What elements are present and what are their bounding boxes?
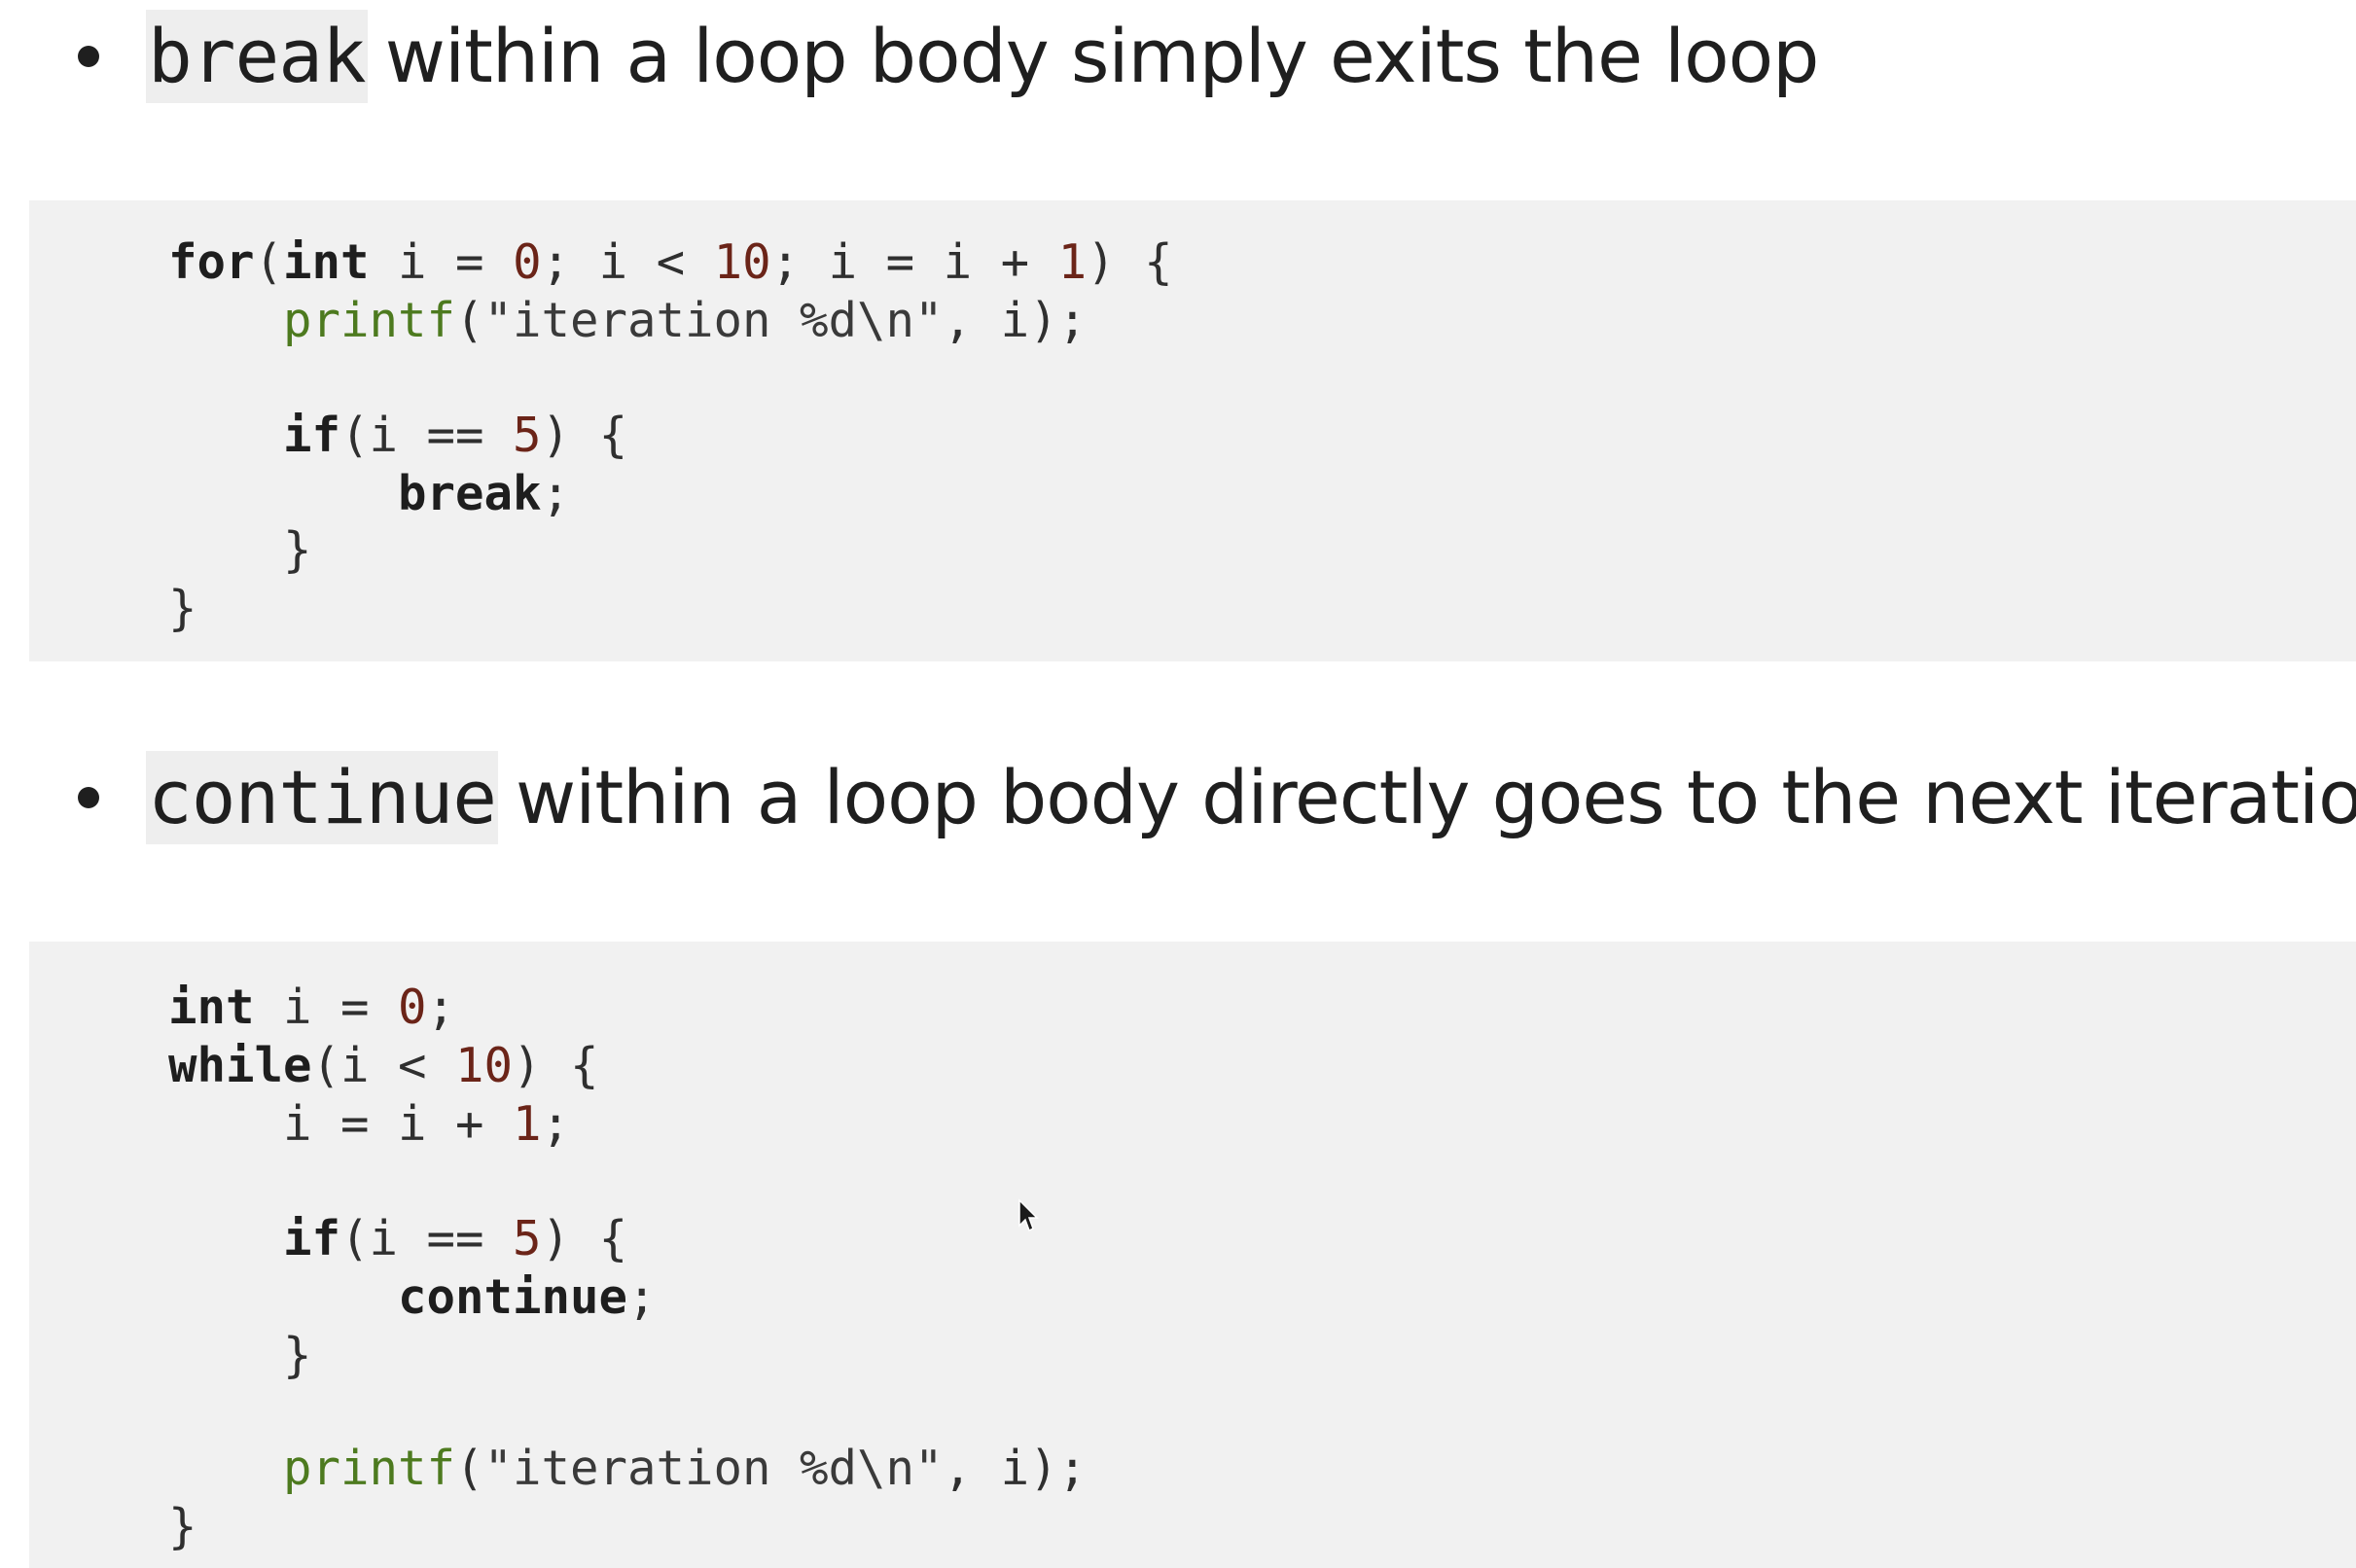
code-token: break bbox=[398, 466, 542, 521]
code-line: } bbox=[168, 1498, 197, 1556]
code-line: } bbox=[168, 1327, 312, 1385]
code-token: for bbox=[168, 234, 255, 290]
bullet-text: within a loop body simply exits the loop bbox=[384, 13, 1820, 99]
code-line: continue; bbox=[168, 1268, 657, 1327]
code-token: } bbox=[168, 1499, 197, 1554]
code-token: , i); bbox=[943, 293, 1088, 348]
code-token: "iteration %d\n" bbox=[483, 1441, 944, 1496]
code-token: ; bbox=[541, 466, 571, 521]
code-token: ( bbox=[455, 293, 484, 348]
code-line: break; bbox=[168, 465, 570, 523]
code-token: ( bbox=[455, 1441, 484, 1496]
code-token bbox=[168, 293, 283, 348]
code-token: 10 bbox=[455, 1038, 514, 1093]
code-line: i = i + 1; bbox=[168, 1095, 570, 1154]
code-token: if bbox=[283, 1211, 341, 1266]
code-line: if(i == 5) { bbox=[168, 407, 627, 465]
code-line: printf("iteration %d\n", i); bbox=[168, 1440, 1087, 1498]
code-token: 0 bbox=[398, 980, 427, 1035]
code-token: ; bbox=[541, 1096, 571, 1152]
code-token: ; i < bbox=[541, 234, 714, 290]
bullet-dot bbox=[78, 787, 99, 808]
code-line: } bbox=[168, 580, 197, 638]
code-token: continue bbox=[398, 1269, 628, 1325]
code-token bbox=[168, 1269, 398, 1325]
code-token: printf bbox=[283, 1441, 456, 1496]
code-token: ) { bbox=[1087, 234, 1173, 290]
code-token bbox=[168, 466, 398, 521]
code-token: 0 bbox=[513, 234, 542, 290]
code-token: ; i = i + bbox=[770, 234, 1058, 290]
code-token: , i); bbox=[943, 1441, 1088, 1496]
code-token: (i == bbox=[340, 408, 514, 463]
code-token: if bbox=[283, 408, 341, 463]
code-token bbox=[168, 1441, 283, 1496]
bullet-text: within a loop body directly goes to the … bbox=[516, 754, 2356, 840]
code-token: i = bbox=[254, 980, 399, 1035]
code-token: (i < bbox=[311, 1038, 456, 1093]
code-token: (i == bbox=[340, 1211, 514, 1266]
code-token: int bbox=[283, 234, 370, 290]
code-line: while(i < 10) { bbox=[168, 1037, 599, 1095]
code-token: printf bbox=[283, 293, 456, 348]
code-token: i = i + bbox=[168, 1096, 514, 1152]
code-token: i = bbox=[369, 234, 514, 290]
code-token bbox=[168, 408, 283, 463]
bullet-continue: continue within a loop body directly goe… bbox=[78, 751, 2356, 844]
code-token bbox=[168, 1211, 283, 1266]
code-line: for(int i = 0; i < 10; i = i + 1) { bbox=[168, 233, 1173, 292]
code-token: } bbox=[168, 581, 197, 636]
code-block-break-example: for(int i = 0; i < 10; i = i + 1) { prin… bbox=[29, 200, 2356, 661]
inline-code-keyword: continue bbox=[146, 751, 499, 844]
code-token: ; bbox=[426, 980, 456, 1035]
bullet-break: break within a loop body simply exits th… bbox=[78, 10, 1820, 103]
code-token: ) { bbox=[541, 408, 628, 463]
code-token: 5 bbox=[513, 1211, 542, 1266]
bullet-dot bbox=[78, 46, 99, 67]
code-line: printf("iteration %d\n", i); bbox=[168, 292, 1087, 350]
code-token: ) { bbox=[541, 1211, 628, 1266]
code-token: ; bbox=[627, 1269, 657, 1325]
code-token: "iteration %d\n" bbox=[483, 293, 944, 348]
code-line: if(i == 5) { bbox=[168, 1210, 627, 1268]
code-token: ( bbox=[254, 234, 284, 290]
code-token: 5 bbox=[513, 408, 542, 463]
mouse-cursor-icon bbox=[1018, 1198, 1039, 1232]
code-line: int i = 0; bbox=[168, 979, 455, 1037]
code-token: ) { bbox=[513, 1038, 599, 1093]
code-token: 1 bbox=[513, 1096, 542, 1152]
code-token: 1 bbox=[1057, 234, 1088, 290]
code-token: 10 bbox=[713, 234, 771, 290]
inline-code-keyword: break bbox=[146, 10, 368, 103]
code-block-continue-example: int i = 0;while(i < 10) { i = i + 1; if(… bbox=[29, 942, 2356, 1568]
code-token: } bbox=[168, 522, 312, 578]
code-token: int bbox=[168, 980, 255, 1035]
code-line: } bbox=[168, 521, 312, 580]
code-token: while bbox=[168, 1038, 312, 1093]
code-token: } bbox=[168, 1328, 312, 1383]
